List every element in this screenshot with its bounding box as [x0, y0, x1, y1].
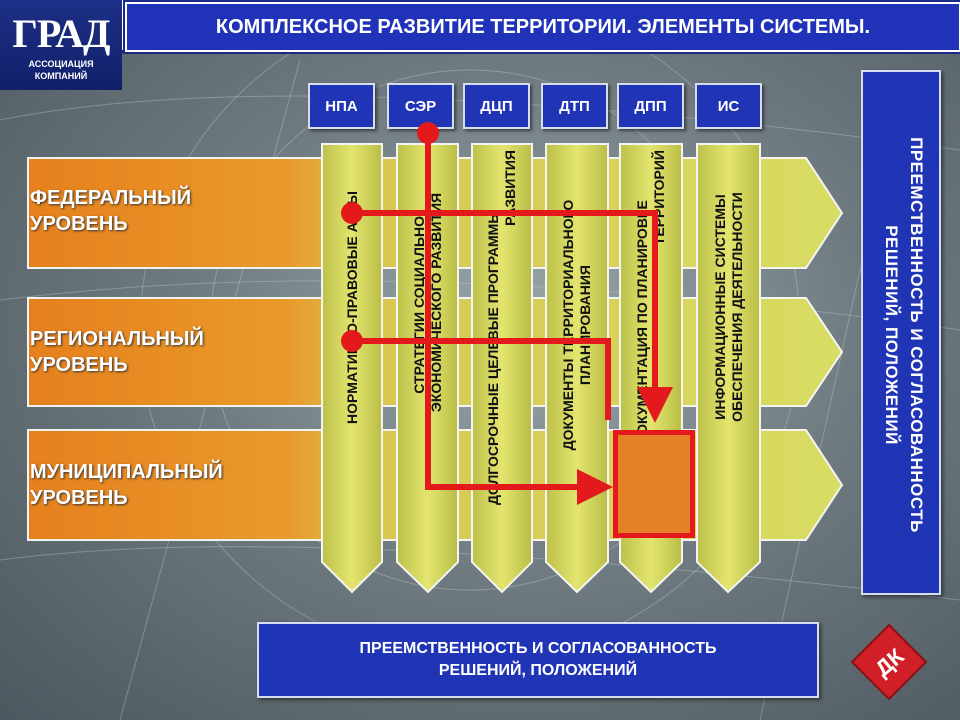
column-is-line1: ИНФОРМАЦИОННЫЕ СИСТЕМЫ	[712, 194, 728, 420]
bottom-panel-line1: ПРЕЕМСТВЕННОСТЬ И СОГЛАСОВАННОСТЬ	[359, 640, 717, 657]
regional-level-label-line1: РЕГИОНАЛЬНЫЙ	[30, 328, 204, 350]
tab-ser: СЭР	[387, 83, 454, 129]
federal-level-label-line2: УРОВЕНЬ	[30, 213, 128, 235]
bottom-panel: ПРЕЕМСТВЕННОСТЬ И СОГЛАСОВАННОСТЬ РЕШЕНИ…	[257, 622, 819, 698]
column-dcp-line2: РАЗВИТИЯ	[502, 150, 518, 226]
logo-subtitle-1: АССОЦИАЦИЯ	[28, 59, 94, 69]
column-dpp-line1: ДОКУМЕНТАЦИЯ ПО ПЛАНИРОВКЕ	[634, 200, 650, 445]
highlight-cell	[613, 430, 695, 538]
logo-subtitle-2: КОМПАНИЙ	[34, 71, 88, 81]
federal-level-label: ФЕДЕРАЛЬНЫЙ УРОВЕНЬ	[30, 185, 191, 237]
municipal-level-label: МУНИЦИПАЛЬНЫЙ УРОВЕНЬ	[30, 459, 223, 511]
side-panel-line1: ПРЕЕМСТВЕННОСТЬ И СОГЛАСОВАННОСТЬ	[907, 137, 926, 533]
column-npa-text: НОРМАТИВНО-ПРАВОВЫЕ АКТЫ	[324, 145, 380, 470]
municipal-level-label-line2: УРОВЕНЬ	[30, 487, 128, 509]
column-dcp-line1: ДОЛГОСРОЧНЫЕ ЦЕЛЕВЫЕ ПРОГРАММЫ	[485, 209, 501, 506]
side-panel-line2: РЕШЕНИЙ, ПОЛОЖЕНИЙ	[882, 225, 901, 445]
column-dtp-text: ДОКУМЕНТЫ ТЕРРИТОРИАЛЬНОГО ПЛАНИРОВАНИЯ	[549, 150, 605, 500]
tab-npa: НПА	[308, 83, 375, 129]
column-dpp-line2: ТЕРРИТОРИЙ	[651, 150, 667, 246]
regional-level-label: РЕГИОНАЛЬНЫЙ УРОВЕНЬ	[30, 326, 204, 378]
side-panel-text: ПРЕЕМСТВЕННОСТЬ И СОГЛАСОВАННОСТЬ РЕШЕНИ…	[867, 90, 941, 580]
bottom-panel-line2: РЕШЕНИЙ, ПОЛОЖЕНИЙ	[438, 662, 638, 679]
tab-dtp: ДТП	[541, 83, 608, 129]
tab-is: ИС	[695, 83, 762, 129]
column-is	[696, 143, 761, 594]
page-title: КОМПЛЕКСНОЕ РАЗВИТИЕ ТЕРРИТОРИИ. ЭЛЕМЕНТ…	[125, 2, 960, 52]
column-ser-line1: СТРАТЕГИИ СОЦИАЛЬНО-	[411, 211, 427, 394]
column-dcp-text: ДОЛГОСРОЧНЫЕ ЦЕЛЕВЫЕ ПРОГРАММЫ РАЗВИТИЯ	[474, 150, 530, 565]
column-is-text: ИНФОРМАЦИОННЫЕ СИСТЕМЫ ОБЕСПЕЧЕНИЯ ДЕЯТЕ…	[701, 152, 757, 462]
column-npa-line1: НОРМАТИВНО-ПРАВОВЫЕ АКТЫ	[343, 191, 360, 424]
column-ser-line2: ЭКОНОМИЧЕСКОГО РАЗВИТИЯ	[428, 192, 444, 413]
regional-level-label-line2: УРОВЕНЬ	[30, 354, 128, 376]
tab-dcp: ДЦП	[463, 83, 530, 129]
column-dtp-line2: ПЛАНИРОВАНИЯ	[577, 265, 593, 385]
municipal-level-label-line1: МУНИЦИПАЛЬНЫЙ	[30, 461, 223, 483]
dk-badge-button[interactable]: ДК	[850, 623, 928, 701]
tab-dpp: ДПП	[617, 83, 684, 129]
grad-logo: ГРАД АССОЦИАЦИЯ КОМПАНИЙ	[0, 0, 122, 90]
side-panel: ПРЕЕМСТВЕННОСТЬ И СОГЛАСОВАННОСТЬ РЕШЕНИ…	[861, 70, 941, 595]
column-is-line2: ОБЕСПЕЧЕНИЯ ДЕЯТЕЛЬНОСТИ	[729, 192, 745, 422]
logo-word: ГРАД	[12, 11, 110, 56]
column-ser-text: СТРАТЕГИИ СОЦИАЛЬНО- ЭКОНОМИЧЕСКОГО РАЗВ…	[400, 150, 456, 455]
column-dtp-line1: ДОКУМЕНТЫ ТЕРРИТОРИАЛЬНОГО	[560, 199, 576, 451]
federal-level-label-line1: ФЕДЕРАЛЬНЫЙ	[30, 187, 192, 209]
